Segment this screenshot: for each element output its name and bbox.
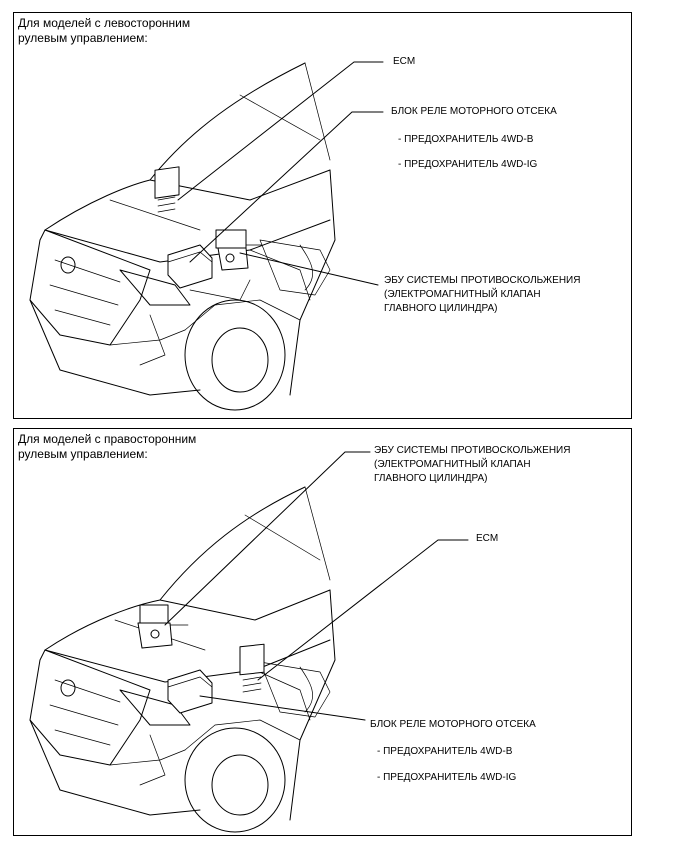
lhd-heading: Для моделей с левосторонним рулевым упра… bbox=[18, 16, 190, 46]
rhd-abs-ecu-label: ЭБУ СИСТЕМЫ ПРОТИВОСКОЛЬЖЕНИЯ (ЭЛЕКТРОМА… bbox=[374, 444, 570, 486]
lhd-abs-ecu-label: ЭБУ СИСТЕМЫ ПРОТИВОСКОЛЬЖЕНИЯ (ЭЛЕКТРОМА… bbox=[384, 274, 580, 316]
rhd-abs-ecu-label-line2: (ЭЛЕКТРОМАГНИТНЫЙ КЛАПАН bbox=[374, 459, 531, 470]
rhd-fuse-4wd-b-label: - ПРЕДОХРАНИТЕЛЬ 4WD-B bbox=[377, 746, 513, 757]
rhd-relay-block-part bbox=[167, 669, 213, 714]
rhd-heading-line2: рулевым управлением: bbox=[18, 447, 148, 461]
lhd-ecm-label: ECM bbox=[393, 56, 416, 67]
lhd-abs-ecu-part bbox=[215, 229, 263, 271]
rhd-heading: Для моделей с правосторонним рулевым упр… bbox=[18, 432, 196, 462]
lhd-ecm-part bbox=[154, 166, 180, 213]
lhd-abs-ecu-label-line3: ГЛАВНОГО ЦИЛИНДРА) bbox=[384, 303, 498, 314]
lhd-panel bbox=[13, 12, 632, 419]
lhd-fuse-4wd-ig-label: - ПРЕДОХРАНИТЕЛЬ 4WD-IG bbox=[398, 159, 538, 170]
lhd-heading-line1: Для моделей с левосторонним bbox=[18, 16, 191, 30]
lhd-abs-ecu-label-line2: (ЭЛЕКТРОМАГНИТНЫЙ КЛАПАН bbox=[384, 289, 541, 300]
rhd-ecm-part bbox=[239, 643, 265, 693]
lhd-fuse-4wd-b-label: - ПРЕДОХРАНИТЕЛЬ 4WD-B bbox=[398, 134, 534, 145]
lhd-heading-line2: рулевым управлением: bbox=[18, 31, 148, 45]
rhd-relay-block-label: БЛОК РЕЛЕ МОТОРНОГО ОТСЕКА bbox=[370, 719, 536, 730]
lhd-relay-block-part bbox=[167, 244, 213, 289]
lhd-relay-block-label: БЛОК РЕЛЕ МОТОРНОГО ОТСЕКА bbox=[391, 106, 557, 117]
rhd-heading-line1: Для моделей с правосторонним bbox=[18, 432, 197, 446]
rhd-ecm-label: ECM bbox=[476, 533, 499, 544]
rhd-abs-ecu-part bbox=[137, 604, 189, 649]
rhd-panel bbox=[13, 428, 632, 836]
lhd-abs-ecu-label-line1: ЭБУ СИСТЕМЫ ПРОТИВОСКОЛЬЖЕНИЯ bbox=[384, 275, 581, 286]
rhd-fuse-4wd-ig-label: - ПРЕДОХРАНИТЕЛЬ 4WD-IG bbox=[377, 772, 517, 783]
rhd-abs-ecu-label-line1: ЭБУ СИСТЕМЫ ПРОТИВОСКОЛЬЖЕНИЯ bbox=[374, 445, 571, 456]
rhd-abs-ecu-label-line3: ГЛАВНОГО ЦИЛИНДРА) bbox=[374, 473, 488, 484]
